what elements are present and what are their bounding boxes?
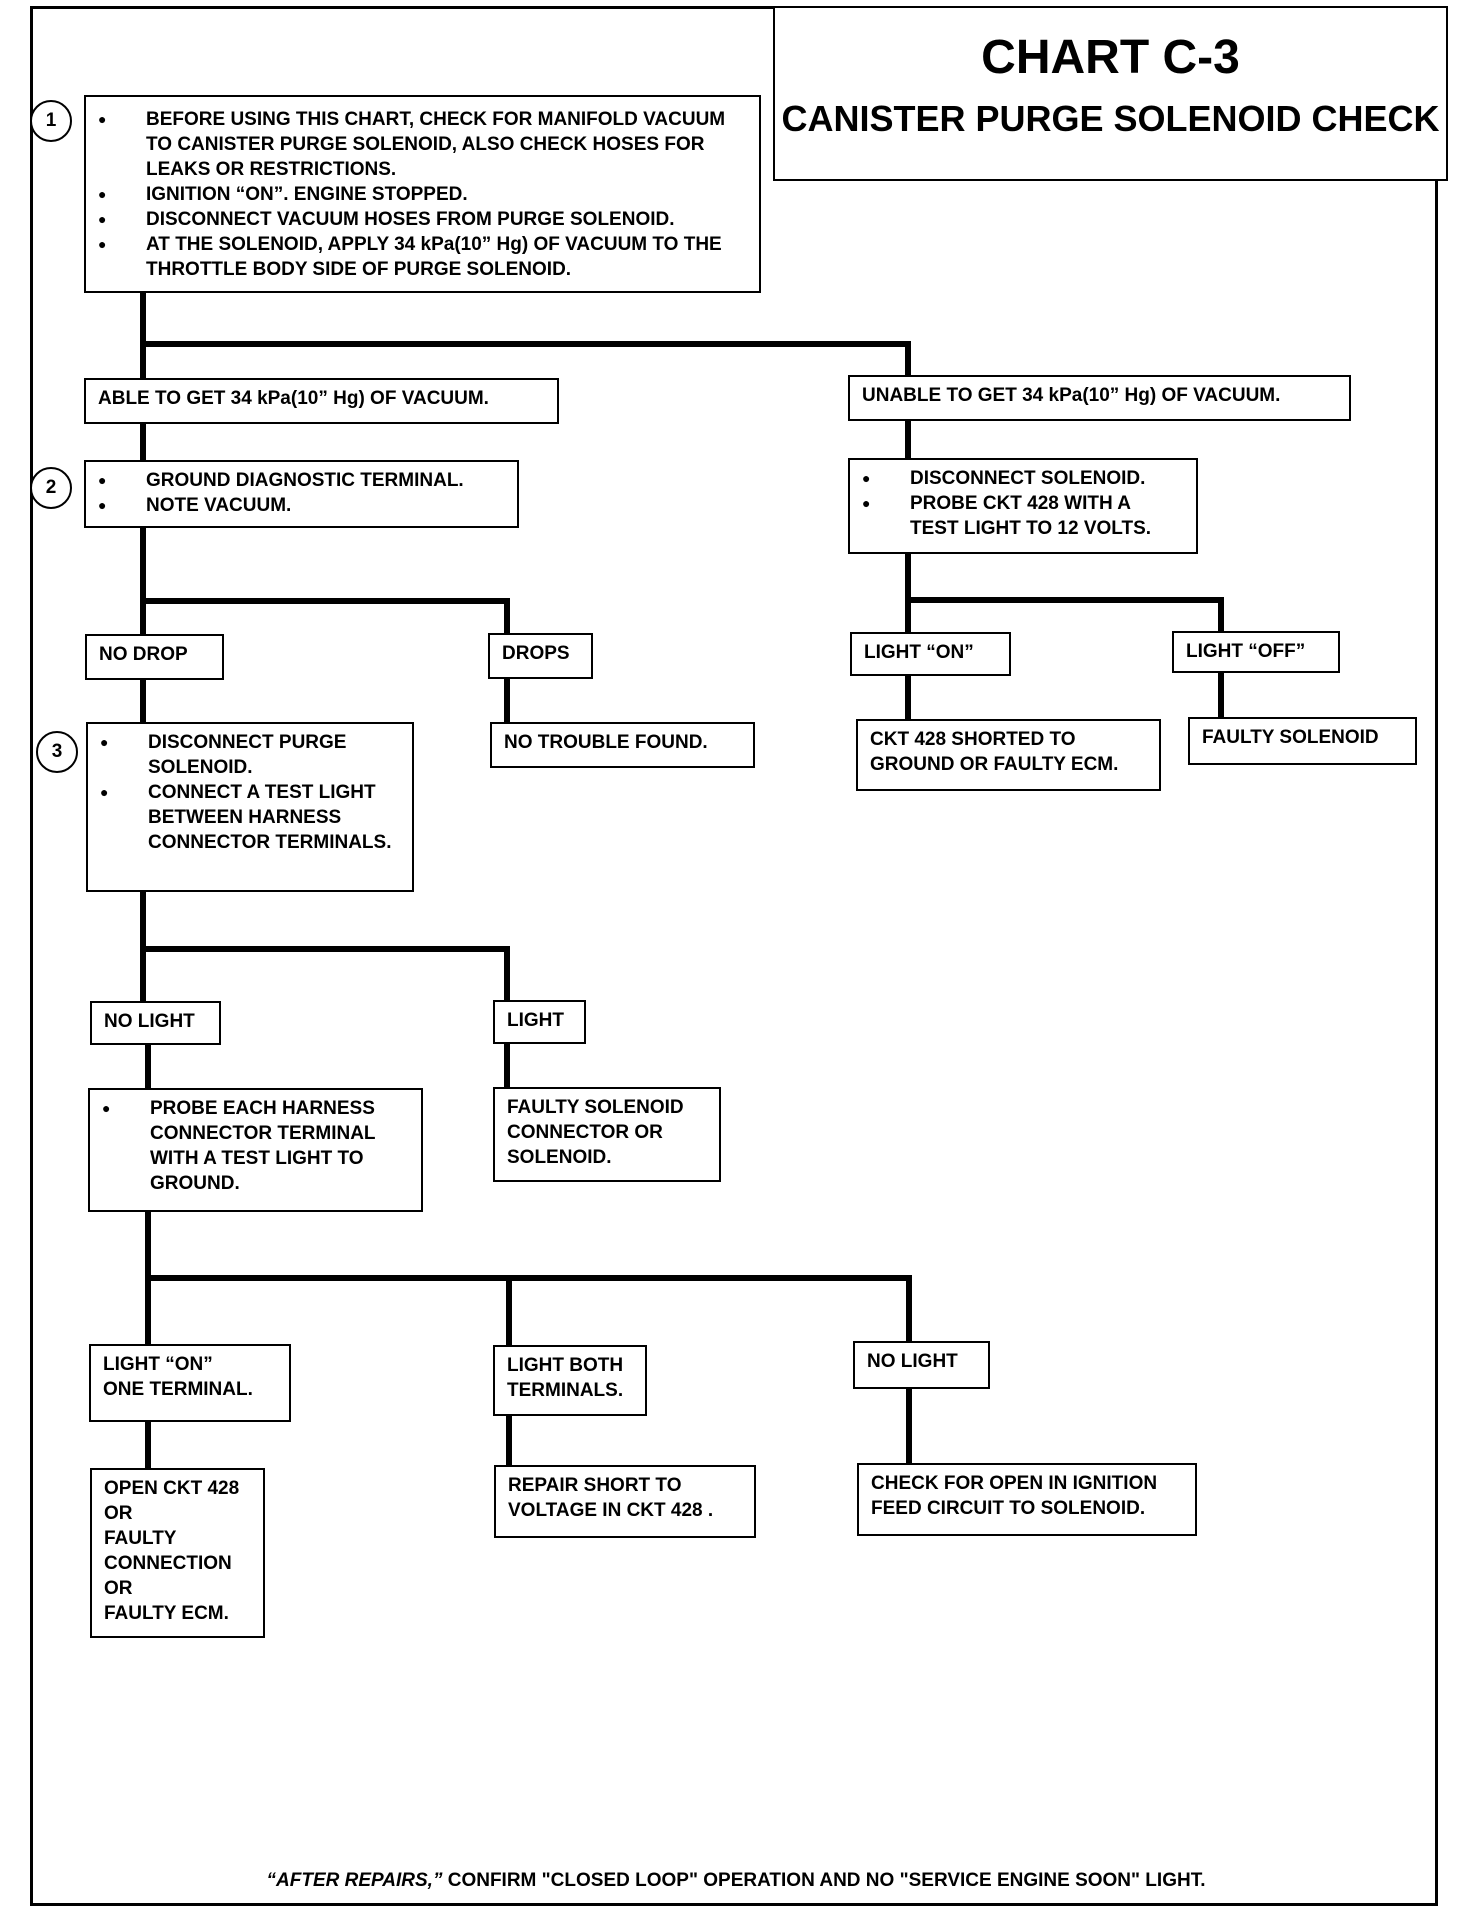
step-1-instructions-box: BEFORE USING THIS CHART, CHECK FOR MANIF… — [84, 95, 761, 293]
open-ckt-box: OPEN CKT 428 OR FAULTY CONNECTION OR FAU… — [90, 1468, 265, 1638]
step-1-list: BEFORE USING THIS CHART, CHECK FOR MANIF… — [98, 107, 747, 282]
step-1-item: BEFORE USING THIS CHART, CHECK FOR MANIF… — [98, 107, 747, 182]
connector — [506, 1412, 512, 1468]
connector — [506, 1275, 512, 1347]
connector — [140, 946, 510, 952]
connector — [905, 673, 911, 721]
connector — [140, 527, 146, 637]
connector — [140, 598, 510, 604]
faulty-solenoid-right-box: FAULTY SOLENOID — [1188, 717, 1417, 765]
no-light-box: NO LIGHT — [90, 1001, 221, 1045]
connector — [145, 1275, 912, 1281]
footer-note: “AFTER REPAIRS,” CONFIRM "CLOSED LOOP" O… — [0, 1870, 1472, 1892]
check-open-feed-box: CHECK FOR OPEN IN IGNITION FEED CIRCUIT … — [857, 1463, 1197, 1536]
probe-item: PROBE EACH HARNESS CONNECTOR TERMINAL WI… — [102, 1096, 409, 1196]
disconnect-solenoid-box: DISCONNECT SOLENOID. PROBE CKT 428 WITH … — [848, 458, 1198, 554]
unable-vacuum-box: UNABLE TO GET 34 kPa(10” Hg) OF VACUUM. — [848, 375, 1351, 421]
step-2-list: GROUND DIAGNOSTIC TERMINAL. NOTE VACUUM. — [98, 468, 505, 518]
chart-title-box: CHART C-3 CANISTER PURGE SOLENOID CHECK — [773, 6, 1448, 181]
light-box: LIGHT — [493, 1000, 586, 1044]
page-frame — [30, 6, 1438, 1906]
step-3-item: CONNECT A TEST LIGHT BETWEEN HARNESS CON… — [100, 780, 400, 855]
connector — [504, 674, 510, 724]
connector — [1218, 597, 1224, 634]
disconnect-solenoid-item: DISCONNECT SOLENOID. — [862, 466, 1184, 491]
no-light-bottom-box: NO LIGHT — [853, 1341, 990, 1389]
probe-list: PROBE EACH HARNESS CONNECTOR TERMINAL WI… — [102, 1096, 409, 1196]
probe-terminal-box: PROBE EACH HARNESS CONNECTOR TERMINAL WI… — [88, 1088, 423, 1212]
connector — [504, 946, 510, 1002]
connector — [145, 1418, 151, 1470]
step-1-item: AT THE SOLENOID, APPLY 34 kPa(10” Hg) OF… — [98, 232, 747, 282]
step-3-list: DISCONNECT PURGE SOLENOID. CONNECT A TES… — [100, 730, 400, 855]
step-2-instructions-box: GROUND DIAGNOSTIC TERMINAL. NOTE VACUUM. — [84, 460, 519, 528]
connector — [906, 1275, 912, 1345]
no-drop-box: NO DROP — [85, 634, 224, 680]
connector — [140, 290, 146, 387]
faulty-connector-box: FAULTY SOLENOID CONNECTOR OR SOLENOID. — [493, 1087, 721, 1182]
step-1-item: IGNITION “ON”. ENGINE STOPPED. — [98, 182, 747, 207]
step-1-item: DISCONNECT VACUUM HOSES FROM PURGE SOLEN… — [98, 207, 747, 232]
connector — [504, 598, 510, 636]
light-both-terminals-box: LIGHT BOTH TERMINALS. — [493, 1345, 647, 1416]
repair-short-box: REPAIR SHORT TO VOLTAGE IN CKT 428 . — [494, 1465, 756, 1538]
connector — [140, 341, 911, 347]
light-on-right-box: LIGHT “ON” — [850, 632, 1011, 676]
chart-title: CHART C-3 — [981, 31, 1240, 84]
disconnect-solenoid-list: DISCONNECT SOLENOID. PROBE CKT 428 WITH … — [862, 466, 1184, 541]
step-2-item: GROUND DIAGNOSTIC TERMINAL. — [98, 468, 505, 493]
footer-text: CONFIRM "CLOSED LOOP" OPERATION AND NO "… — [442, 1870, 1206, 1891]
able-vacuum-box: ABLE TO GET 34 kPa(10” Hg) OF VACUUM. — [84, 378, 559, 424]
footer-emphasis: “AFTER REPAIRS,” — [266, 1870, 443, 1891]
step-3-instructions-box: DISCONNECT PURGE SOLENOID. CONNECT A TES… — [86, 722, 414, 892]
light-off-right-box: LIGHT “OFF” — [1172, 631, 1340, 673]
chart-subtitle: CANISTER PURGE SOLENOID CHECK — [781, 98, 1440, 139]
step-2-marker: 2 — [30, 467, 72, 509]
step-3-marker: 3 — [36, 731, 78, 773]
connector — [140, 422, 146, 462]
connector — [905, 597, 1224, 603]
step-1-marker: 1 — [30, 100, 72, 142]
step-2-item: NOTE VACUUM. — [98, 493, 505, 518]
connector — [905, 552, 911, 634]
connector — [905, 420, 911, 460]
drops-box: DROPS — [488, 633, 593, 679]
connector — [906, 1386, 912, 1466]
connector — [140, 676, 146, 724]
no-trouble-found-box: NO TROUBLE FOUND. — [490, 722, 755, 768]
connector — [905, 341, 911, 385]
connector — [1218, 670, 1224, 718]
ckt-shorted-box: CKT 428 SHORTED TO GROUND OR FAULTY ECM. — [856, 719, 1161, 791]
disconnect-solenoid-item: PROBE CKT 428 WITH A TEST LIGHT TO 12 VO… — [862, 491, 1184, 541]
step-3-item: DISCONNECT PURGE SOLENOID. — [100, 730, 400, 780]
light-on-one-terminal-box: LIGHT “ON” ONE TERMINAL. — [89, 1344, 291, 1422]
connector — [504, 1041, 510, 1089]
connector — [145, 1043, 151, 1089]
